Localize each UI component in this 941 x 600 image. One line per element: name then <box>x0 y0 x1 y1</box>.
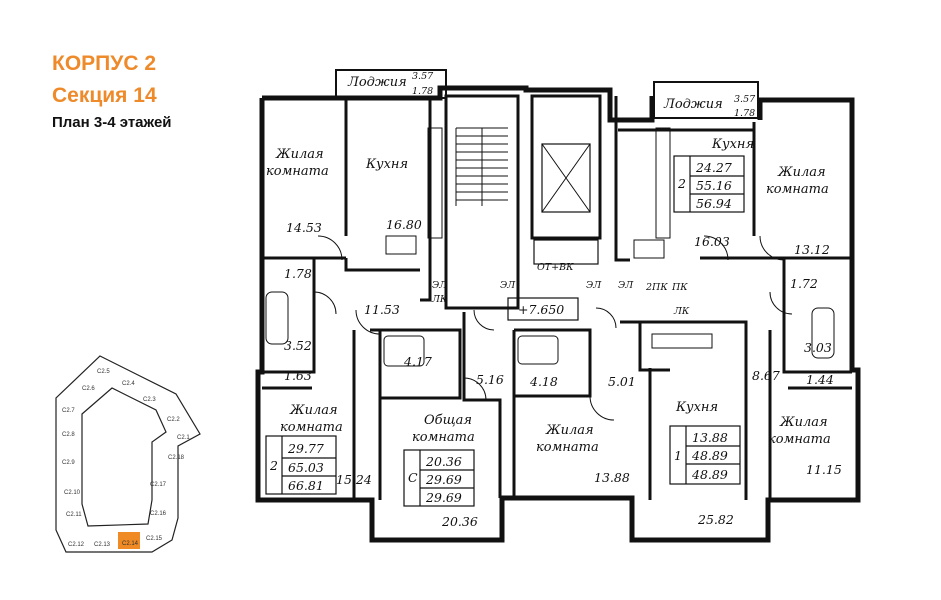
apt3-total: 48.89 <box>691 448 728 463</box>
apt3-living: 13.88 <box>692 430 728 445</box>
lk-label-2: ЛК <box>673 306 690 317</box>
bath-c1-area: 4.17 <box>403 354 432 369</box>
living-tl-line2: комната <box>266 164 329 179</box>
living-bl-area: 15.24 <box>336 472 372 487</box>
apt1-total: 65.03 <box>288 460 324 475</box>
kitchen-tr-label: Кухня <box>711 137 754 152</box>
key-section-15[interactable]: С2.15 <box>146 536 163 542</box>
kitchen-tl-label: Кухня <box>365 157 408 172</box>
living-c-line2: комната <box>536 440 599 455</box>
apt2-rooms: С <box>408 470 418 485</box>
key-section-4[interactable]: С2.4 <box>122 381 135 387</box>
apt4-rooms: 2 <box>677 176 686 191</box>
hall-c1-area: 5.16 <box>476 372 504 387</box>
lk-label-1: ЛК <box>431 294 448 305</box>
loggia-left-label: Лоджия <box>347 75 407 90</box>
kitchen-c-label: Кухня <box>675 400 718 415</box>
active-section-marker[interactable] <box>118 532 140 549</box>
bath-tl-area: 1.78 <box>284 266 312 281</box>
key-section-11[interactable]: С2.11 <box>66 512 82 518</box>
living-br-line1: Жилая <box>779 415 828 430</box>
living-c-area: 13.88 <box>594 470 630 485</box>
living-tr-line1: Жилая <box>777 165 826 180</box>
apt3-total2: 48.89 <box>691 467 728 482</box>
building-title: КОРПУС 2 <box>52 52 156 75</box>
living-bl-line1: Жилая <box>289 403 338 418</box>
living-br-area: 11.15 <box>806 462 842 477</box>
2pk-label: 2ПК <box>645 282 668 293</box>
kitchen-c-area: 25.82 <box>697 512 734 527</box>
key-section-18[interactable]: С2.18 <box>168 455 185 461</box>
key-section-7[interactable]: С2.7 <box>62 408 75 414</box>
zl-label-2: ЭЛ <box>500 280 516 291</box>
loggia-right-dim1: 3.57 <box>734 94 756 105</box>
section-key-labels: С2.1С2.2С2.3С2.4С2.5С2.6С2.7С2.8С2.9С2.1… <box>62 369 190 548</box>
key-section-9[interactable]: С2.9 <box>62 460 75 466</box>
wc-tl-area: 3.52 <box>284 338 312 353</box>
apt4-total: 55.16 <box>696 178 732 193</box>
hall-r-area: 8.67 <box>752 368 780 383</box>
walls <box>255 69 861 543</box>
hall-c2-area: 5.01 <box>608 374 636 389</box>
hall-tl-area: 11.53 <box>364 302 400 317</box>
apt1-rooms: 2 <box>269 458 278 473</box>
apt1-living: 29.77 <box>287 441 324 456</box>
apt2-total: 29.69 <box>425 472 462 487</box>
key-section-3[interactable]: С2.3 <box>143 397 156 403</box>
key-section-16[interactable]: С2.16 <box>150 511 167 517</box>
zl-label-1: ЭЛ <box>432 280 448 291</box>
key-section-17[interactable]: С2.17 <box>150 482 167 488</box>
key-section-1[interactable]: С2.1 <box>177 435 190 441</box>
living-br-line2: комната <box>768 432 831 447</box>
small-l-area: 1.63 <box>284 368 312 383</box>
zl-label-3: ЭЛ <box>586 280 602 291</box>
floor-level-mark: +7.650 <box>518 302 564 317</box>
loggia-right-dim2: 1.78 <box>734 108 755 119</box>
room-labels: Лоджия 3.57 1.78 Лоджия 3.57 1.78 Жилая … <box>266 71 842 529</box>
core-labels: +7.650 ОТ+ВК ЭЛ ЛК ЭЛ ЭЛ ЭЛ 2ПК ПК ЛК <box>431 262 690 317</box>
loggia-left-dim1: 3.57 <box>412 71 434 82</box>
key-section-6[interactable]: С2.6 <box>82 386 95 392</box>
loggia-right-label: Лоджия <box>663 97 723 112</box>
kitchen-tr-area: 16.03 <box>694 234 730 249</box>
apt2-living: 20.36 <box>425 454 462 469</box>
floor-plan-title: План 3-4 этажей <box>52 114 172 131</box>
living-tr-line2: комната <box>766 182 829 197</box>
key-section-10[interactable]: С2.10 <box>64 490 81 496</box>
living-c-line1: Жилая <box>545 423 594 438</box>
kitchen-tl-area: 16.80 <box>386 217 422 232</box>
ot-vk-label: ОТ+ВК <box>537 262 574 273</box>
apt3-rooms: 1 <box>674 448 682 463</box>
studio-area: 20.36 <box>441 514 478 529</box>
living-bl-line2: комната <box>280 420 343 435</box>
bath-c2-area: 4.18 <box>529 374 558 389</box>
studio-line2: комната <box>412 430 475 445</box>
section-key-map <box>55 355 201 553</box>
living-tl-area: 14.53 <box>286 220 322 235</box>
loggia-left-dim2: 1.78 <box>412 86 433 97</box>
bath-tr-area: 1.72 <box>790 276 818 291</box>
apt4-total2: 56.94 <box>696 196 732 211</box>
key-section-8[interactable]: С2.8 <box>62 432 75 438</box>
wc-tr-area: 3.03 <box>804 340 832 355</box>
apartment-info-boxes <box>265 155 745 507</box>
key-section-14[interactable]: С2.14 <box>122 541 139 547</box>
apt1-total2: 66.81 <box>288 478 324 493</box>
section-title: Секция 14 <box>52 84 157 107</box>
small-r-area: 1.44 <box>806 372 834 387</box>
key-section-2[interactable]: С2.2 <box>167 417 180 423</box>
apartment-info: 2 29.77 65.03 66.81 С 20.36 29.69 29.69 … <box>269 160 732 505</box>
zl-label-4: ЭЛ <box>618 280 634 291</box>
living-tr-area: 13.12 <box>794 242 830 257</box>
studio-line1: Общая <box>424 413 472 428</box>
pk-label: ПК <box>671 282 688 293</box>
key-section-5[interactable]: С2.5 <box>97 369 110 375</box>
apt2-total2: 29.69 <box>425 490 462 505</box>
key-section-12[interactable]: С2.12 <box>68 542 85 548</box>
living-tl-line1: Жилая <box>275 147 324 162</box>
key-section-13[interactable]: С2.13 <box>94 542 111 548</box>
apt4-living: 24.27 <box>695 160 732 175</box>
